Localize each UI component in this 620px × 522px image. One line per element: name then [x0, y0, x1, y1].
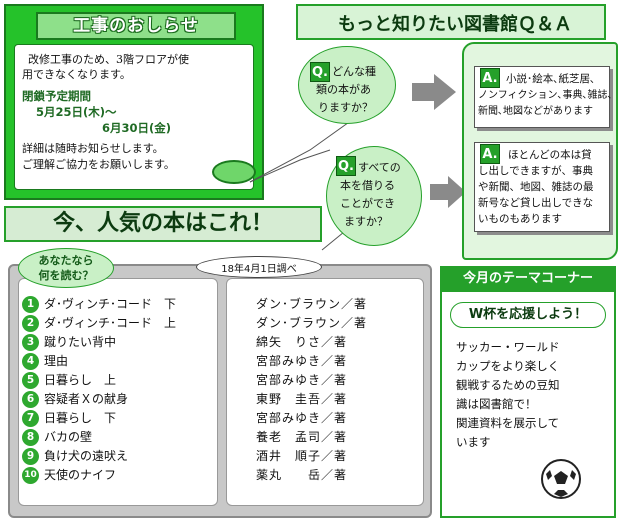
popular-books-banner	[4, 206, 322, 242]
answer-2-line-2: し出しできますが、事典	[478, 165, 593, 177]
notice-period-heading: 閉鎖予定期間	[22, 89, 91, 103]
theme-line: 識は図書館で！	[456, 397, 537, 411]
book-title: 蹴りたい背中	[44, 335, 117, 349]
book-author: 宮部みゆき／著	[256, 354, 348, 368]
theme-line: 関連資料を展示して	[456, 416, 560, 430]
book-title: 理由	[44, 354, 69, 368]
question-1-line-3: りますか？	[318, 101, 373, 114]
book-author: 東野 圭吾／著	[256, 392, 348, 406]
rank-badge: 8	[22, 429, 39, 446]
reader-prompt-bubble	[18, 248, 114, 288]
book-title: ダ･ヴィンチ･コード 上	[44, 316, 177, 330]
question-2-line-3: ことができ	[340, 197, 395, 210]
rank-badge: 2	[22, 315, 39, 332]
rank-badge: 3	[22, 334, 39, 351]
theme-line: います	[456, 435, 491, 449]
soccer-ball-icon	[541, 459, 581, 499]
notice-line-2: 用できなくなります。	[22, 68, 131, 81]
notice-line-1: 改修工事のため、3階フロアが使	[28, 53, 189, 66]
question-2-line-4: ますか？	[344, 215, 388, 228]
theme-description: サッカー・ワールド カップをより楽しく 観戦するための豆知 識は図書館で！ 関連…	[456, 338, 606, 452]
page-curl-decoration	[212, 160, 256, 184]
question-2-line-1: すべての	[358, 161, 401, 174]
survey-date: 18年4月1日調べ	[221, 264, 297, 275]
rank-badge: 9	[22, 448, 39, 465]
answer-badge-2: A.	[480, 144, 500, 164]
book-title: ダ･ヴィンチ･コード 下	[44, 297, 177, 311]
survey-date-bubble	[196, 256, 322, 278]
answer-1-line-2: ノンフィクション､事典､雑誌､	[478, 90, 613, 101]
question-1-line-1: どんな種	[332, 65, 376, 78]
reader-prompt-line-1: あなたなら	[38, 254, 94, 267]
theme-line: サッカー・ワールド	[456, 340, 560, 354]
rank-badge: 1	[22, 296, 39, 313]
book-title: 容疑者Ｘの献身	[44, 392, 129, 406]
rank-badge: 5	[22, 372, 39, 389]
qa-header-title: もっと知りたい図書館Ｑ＆Ａ	[338, 14, 572, 35]
question-2-line-2: 本を借りる	[340, 179, 395, 192]
rank-badge: 7	[22, 410, 39, 427]
rank-badge: 6	[22, 391, 39, 408]
book-author: 薬丸 岳／著	[256, 468, 348, 482]
notice-footer-2: ご理解ご協力をお願いします。	[22, 158, 175, 171]
rank-badge: 10	[22, 467, 39, 484]
answer-2-line-4: 新号など貸し出しできな	[478, 197, 594, 209]
arrow-right-icon	[412, 74, 456, 110]
notice-period-start: 5月25日(木)～	[36, 105, 117, 119]
book-author: 綿矢 りさ／著	[256, 335, 348, 349]
book-author: 宮部みゆき／著	[256, 373, 348, 387]
popular-books-title: 今、人気の本はこれ！	[52, 211, 273, 236]
notice-footer-1: 詳細は随時お知らせします。	[22, 142, 164, 155]
qa-header-banner	[296, 4, 606, 40]
book-page-right	[226, 278, 424, 506]
book-title: 天使のナイフ	[44, 468, 117, 482]
arrow-right-icon	[430, 176, 466, 208]
rank-badge: 4	[22, 353, 39, 370]
answer-1-line-1: 小説･絵本､紙芝居､	[506, 73, 596, 85]
answer-2-line-5: いものもあります	[478, 213, 562, 225]
theme-line: 観戦するための豆知	[456, 378, 560, 392]
answer-2-line-3: や新聞、地図、雑誌の最	[478, 181, 594, 193]
question-1-line-2: 類の本があ	[316, 83, 371, 96]
question-bubble-2	[326, 146, 422, 246]
book-author: 酒井 順子／著	[256, 449, 348, 463]
answer-badge-1: A.	[480, 68, 500, 88]
book-title: 日暮らし 上	[44, 373, 117, 387]
book-title: 負け犬の遠吠え	[44, 449, 129, 463]
notice-period-end: 6月30日(金)	[102, 121, 172, 135]
book-title: バカの壁	[44, 430, 93, 444]
notice-title: 工事のおしらせ	[36, 12, 236, 40]
question-badge-1: Q.	[310, 62, 330, 82]
book-author: 宮部みゆき／著	[256, 411, 348, 425]
book-author: 養老 孟司／著	[256, 430, 348, 444]
theme-line: カップをより楽しく	[456, 359, 560, 373]
book-author: ダン･ブラウン／著	[256, 316, 368, 330]
answer-2-line-1: ほとんどの本は貸	[508, 149, 592, 161]
question-bubble-1	[298, 46, 396, 124]
theme-subtitle: W杯を応援しよう！	[450, 302, 606, 328]
book-title: 日暮らし 下	[44, 411, 117, 425]
theme-corner-title: 今月のテーマコーナー	[440, 266, 616, 292]
book-author: ダン･ブラウン／著	[256, 297, 368, 311]
reader-prompt-line-2: 何を読む？	[38, 269, 94, 282]
answer-1-line-3: 新聞､地図などがあります	[478, 106, 593, 117]
reader-prompt-text: あなたなら 何を読む？	[18, 253, 114, 283]
question-badge-2: Q.	[336, 156, 356, 176]
book-page-left	[18, 278, 218, 506]
